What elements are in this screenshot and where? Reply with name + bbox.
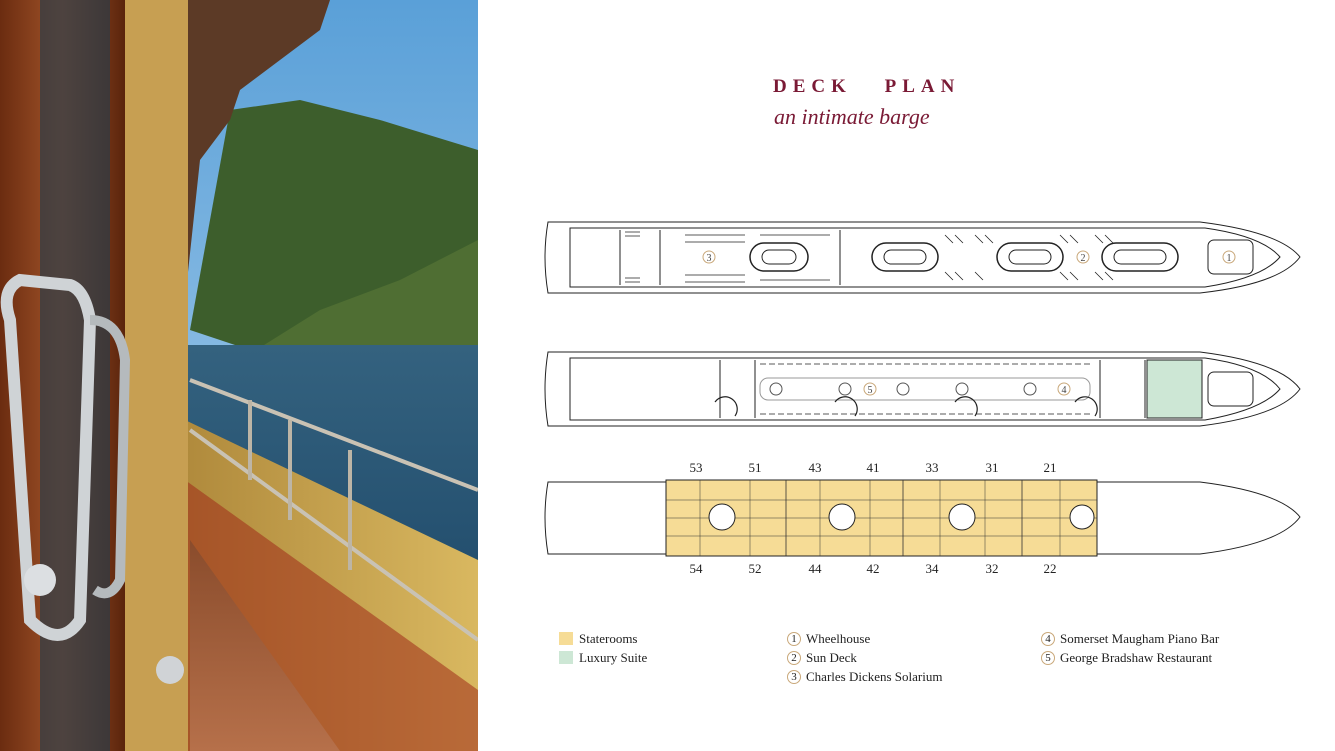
cabin-52: 52 xyxy=(749,561,762,576)
legend-label: Staterooms xyxy=(579,630,638,646)
page-subtitle: an intimate barge xyxy=(774,104,930,129)
legend-sun-deck: 2 Sun Deck xyxy=(787,648,942,667)
legend-wheelhouse: 1 Wheelhouse xyxy=(787,629,942,648)
cabin-31: 31 xyxy=(986,460,999,475)
number-badge: 4 xyxy=(1041,631,1055,646)
svg-text:4: 4 xyxy=(1062,385,1067,396)
sun-deck-marker-wheelhouse: 1 xyxy=(1222,250,1236,264)
cabin-51: 51 xyxy=(749,460,762,475)
legend-label: Luxury Suite xyxy=(579,649,648,665)
cabin-numbers-top: 53 51 43 41 33 31 21 xyxy=(690,460,1057,475)
svg-text:1: 1 xyxy=(1227,253,1232,264)
sun-deck-plan xyxy=(544,221,1301,294)
page-title: DECK PLAN xyxy=(773,76,961,97)
legend-staterooms: Staterooms xyxy=(559,629,647,648)
barge-deck-photo xyxy=(0,0,478,751)
cabin-34: 34 xyxy=(926,561,940,576)
cabin-deck-plan xyxy=(544,479,1301,557)
legend-piano-bar: 4 Somerset Maugham Piano Bar xyxy=(1041,629,1219,648)
legend-luxury-suite: Luxury Suite xyxy=(559,648,647,667)
number-badge: 5 xyxy=(1041,650,1055,665)
main-deck-marker-piano-bar: 4 xyxy=(1057,382,1071,396)
cabin-54: 54 xyxy=(690,561,704,576)
staterooms-swatch xyxy=(559,632,573,645)
sun-deck-marker-solarium: 3 xyxy=(702,250,716,264)
cabin-numbers-bottom: 54 52 44 42 34 32 22 xyxy=(690,561,1057,576)
legend-areas-2: 4 Somerset Maugham Piano Bar 5 George Brad… xyxy=(1041,629,1219,667)
number-badge: 1 xyxy=(787,631,801,646)
cabin-44: 44 xyxy=(809,561,823,576)
main-deck-plan xyxy=(544,351,1301,427)
svg-text:3: 3 xyxy=(707,253,712,264)
legend-colors: Staterooms Luxury Suite xyxy=(559,629,647,667)
number-badge: 3 xyxy=(787,669,801,684)
legend-label: Wheelhouse xyxy=(806,630,871,646)
cabin-53: 53 xyxy=(690,460,703,475)
legend-label: George Bradshaw Restaurant xyxy=(1060,649,1213,665)
legend-solarium: 3 Charles Dickens Solarium xyxy=(787,667,942,686)
legend-label: Charles Dickens Solarium xyxy=(806,668,943,684)
svg-text:2: 2 xyxy=(1081,253,1086,264)
cabin-41: 41 xyxy=(867,460,880,475)
luxury-suite-swatch xyxy=(559,651,573,664)
legend-label: Somerset Maugham Piano Bar xyxy=(1060,630,1220,646)
cabin-42: 42 xyxy=(867,561,880,576)
svg-text:5: 5 xyxy=(868,385,873,396)
sun-deck-marker-sundeck: 2 xyxy=(1076,250,1090,264)
cabin-22: 22 xyxy=(1044,561,1057,576)
legend-label: Sun Deck xyxy=(806,649,857,665)
legend-areas-1: 1 Wheelhouse 2 Sun Deck 3 Charles Dickens S… xyxy=(787,629,942,686)
legend-restaurant: 5 George Bradshaw Restaurant xyxy=(1041,648,1219,667)
cabin-32: 32 xyxy=(986,561,999,576)
cabin-43: 43 xyxy=(809,460,822,475)
number-badge: 2 xyxy=(787,650,801,665)
main-deck-marker-restaurant: 5 xyxy=(863,382,877,396)
cabin-33: 33 xyxy=(926,460,939,475)
cabin-21: 21 xyxy=(1044,460,1057,475)
